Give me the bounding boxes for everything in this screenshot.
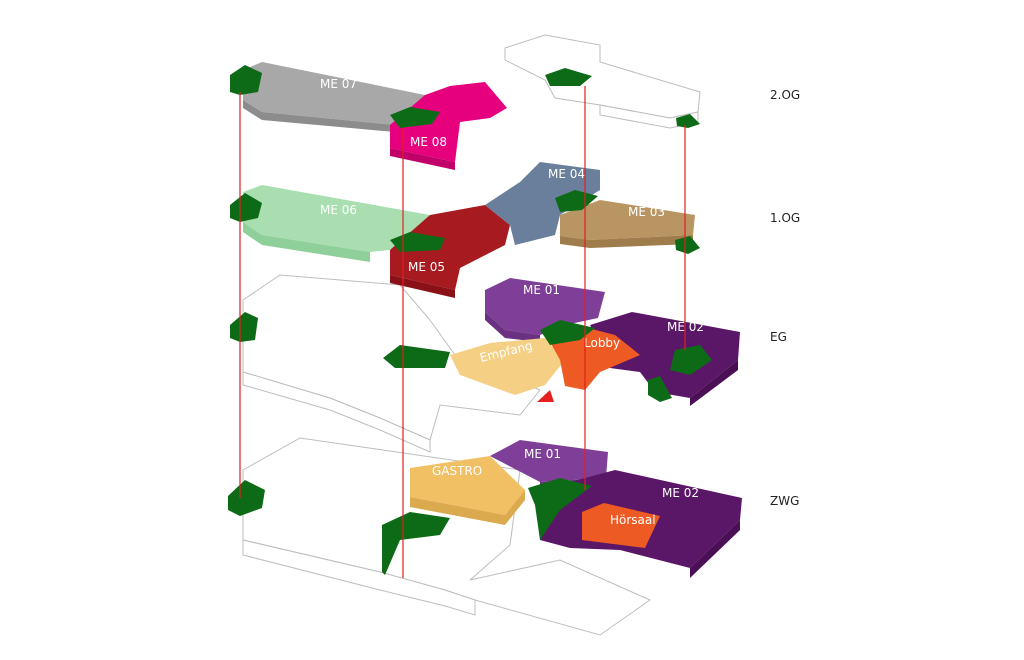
- 2og-core-far-right: [676, 114, 700, 128]
- gastro-zone-side: [410, 490, 525, 525]
- empfang-zone: [450, 338, 565, 395]
- label-lobby: Lobby: [584, 336, 620, 350]
- 2og-core-left: [230, 65, 262, 95]
- label-me08: ME 08: [410, 135, 447, 149]
- zwg-outline-front: [242, 539, 476, 616]
- level-label-2og: 2.OG: [770, 88, 801, 102]
- 1og-core-mid: [390, 232, 445, 252]
- 1og-core-left: [230, 193, 262, 222]
- 1og-core-right: [555, 190, 598, 212]
- me08-zone-side: [390, 148, 455, 170]
- eg-core-mid: [383, 345, 450, 368]
- eg-outline-front: [242, 371, 431, 453]
- zwg-core-left: [228, 480, 265, 516]
- lobby-zone: [548, 326, 640, 390]
- entrance-arrow: [537, 390, 554, 402]
- me04-zone: [485, 162, 600, 245]
- 1og-core-far-right: [675, 236, 700, 254]
- label-me02-zwg: ME 02: [662, 486, 699, 500]
- me01-eg-zone: [485, 278, 605, 335]
- label-me01-zwg: ME 01: [524, 447, 561, 461]
- eg-core-far-right-2: [648, 376, 672, 402]
- me06-zone: [243, 185, 430, 252]
- me02-eg-zone-side: [690, 360, 738, 406]
- me02-eg-zone: [590, 312, 740, 398]
- zwg-core-right: [528, 478, 592, 540]
- me07-zone-side: [243, 100, 395, 132]
- me05-zone: [390, 205, 510, 290]
- level-label-1og: 1.OG: [770, 211, 801, 225]
- label-me01-eg: ME 01: [523, 283, 560, 297]
- eg-core-right: [540, 320, 595, 345]
- level-label-eg: EG: [770, 330, 787, 344]
- eg-core-left: [230, 312, 258, 342]
- level-label-zwg: ZWG: [770, 494, 800, 508]
- me08-zone: [390, 82, 507, 162]
- me05-zone-side: [390, 275, 455, 298]
- level-2og: ME 07 ME 08: [230, 34, 701, 170]
- me03-zone-side: [560, 235, 693, 248]
- level-1og: ME 06 ME 05 ME 04 ME 03: [230, 162, 700, 298]
- label-me04: ME 04: [548, 167, 585, 181]
- label-hoersaal: Hörsaal: [610, 513, 656, 527]
- me01-eg-zone-side: [485, 312, 540, 342]
- me07-zone: [243, 62, 425, 125]
- 2og-core-right: [545, 68, 592, 86]
- me01-zwg-zone: [490, 440, 608, 482]
- label-me05: ME 05: [408, 260, 445, 274]
- label-me03: ME 03: [628, 205, 665, 219]
- me06-zone-side: [243, 222, 370, 262]
- me03-zone: [560, 200, 695, 240]
- level-eg: Empfang Lobby ME 01 ME 02: [230, 274, 740, 453]
- zwg-core-mid: [382, 512, 450, 575]
- hoersaal-zone: [582, 503, 660, 548]
- me02-zwg-zone-side: [690, 520, 740, 578]
- level-zwg: GASTRO ME 01 ME 02 Hörsaal: [228, 437, 742, 636]
- label-me06: ME 06: [320, 203, 357, 217]
- vertical-shafts: [239, 86, 686, 578]
- gastro-zone: [410, 456, 525, 515]
- 2og-core-mid: [390, 107, 440, 128]
- eg-core-far-right: [670, 345, 712, 375]
- label-me07: ME 07: [320, 77, 357, 91]
- label-gastro: GASTRO: [432, 464, 482, 478]
